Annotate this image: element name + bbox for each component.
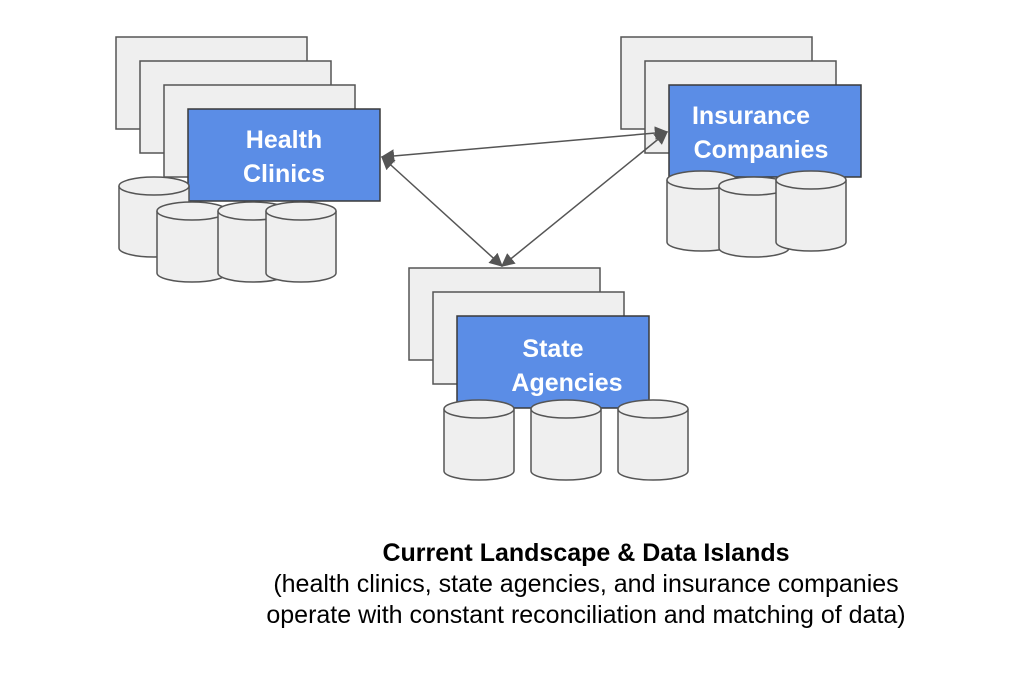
insurance-companies-label-line-1: Insurance bbox=[692, 102, 810, 130]
health-state-connector bbox=[381, 156, 503, 267]
caption-line-2: operate with constant reconciliation and… bbox=[266, 601, 905, 629]
insurance-companies-box bbox=[668, 84, 862, 178]
insurance-companies-label-line-2: Companies bbox=[694, 136, 829, 164]
state-agencies-box bbox=[456, 315, 650, 409]
state-agencies-label-line-2: Agencies bbox=[511, 369, 622, 397]
insurance-state-connector bbox=[500, 131, 669, 267]
health-clinics-group: Health Clinics bbox=[115, 36, 381, 283]
health-insurance-connector bbox=[380, 126, 669, 163]
insurance-companies-group: Insurance Companies bbox=[620, 36, 862, 258]
caption-line-1: (health clinics, state agencies, and ins… bbox=[273, 570, 898, 598]
health-clinics-label-line-1: Health bbox=[246, 126, 322, 154]
health-clinics-label-line-2: Clinics bbox=[243, 160, 325, 188]
state-agencies-group: State Agencies bbox=[408, 267, 689, 481]
database-icon bbox=[265, 201, 337, 283]
database-icon bbox=[156, 201, 228, 283]
caption: Current Landscape & Data Islands (health… bbox=[266, 539, 905, 629]
database-icon bbox=[718, 176, 790, 258]
database-icon bbox=[775, 170, 847, 252]
state-agencies-label-line-1: State bbox=[522, 335, 583, 363]
database-icon bbox=[443, 399, 515, 481]
health-clinics-box bbox=[187, 108, 381, 202]
caption-title: Current Landscape & Data Islands bbox=[382, 539, 789, 567]
database-icon bbox=[530, 399, 602, 481]
database-icon bbox=[617, 399, 689, 481]
